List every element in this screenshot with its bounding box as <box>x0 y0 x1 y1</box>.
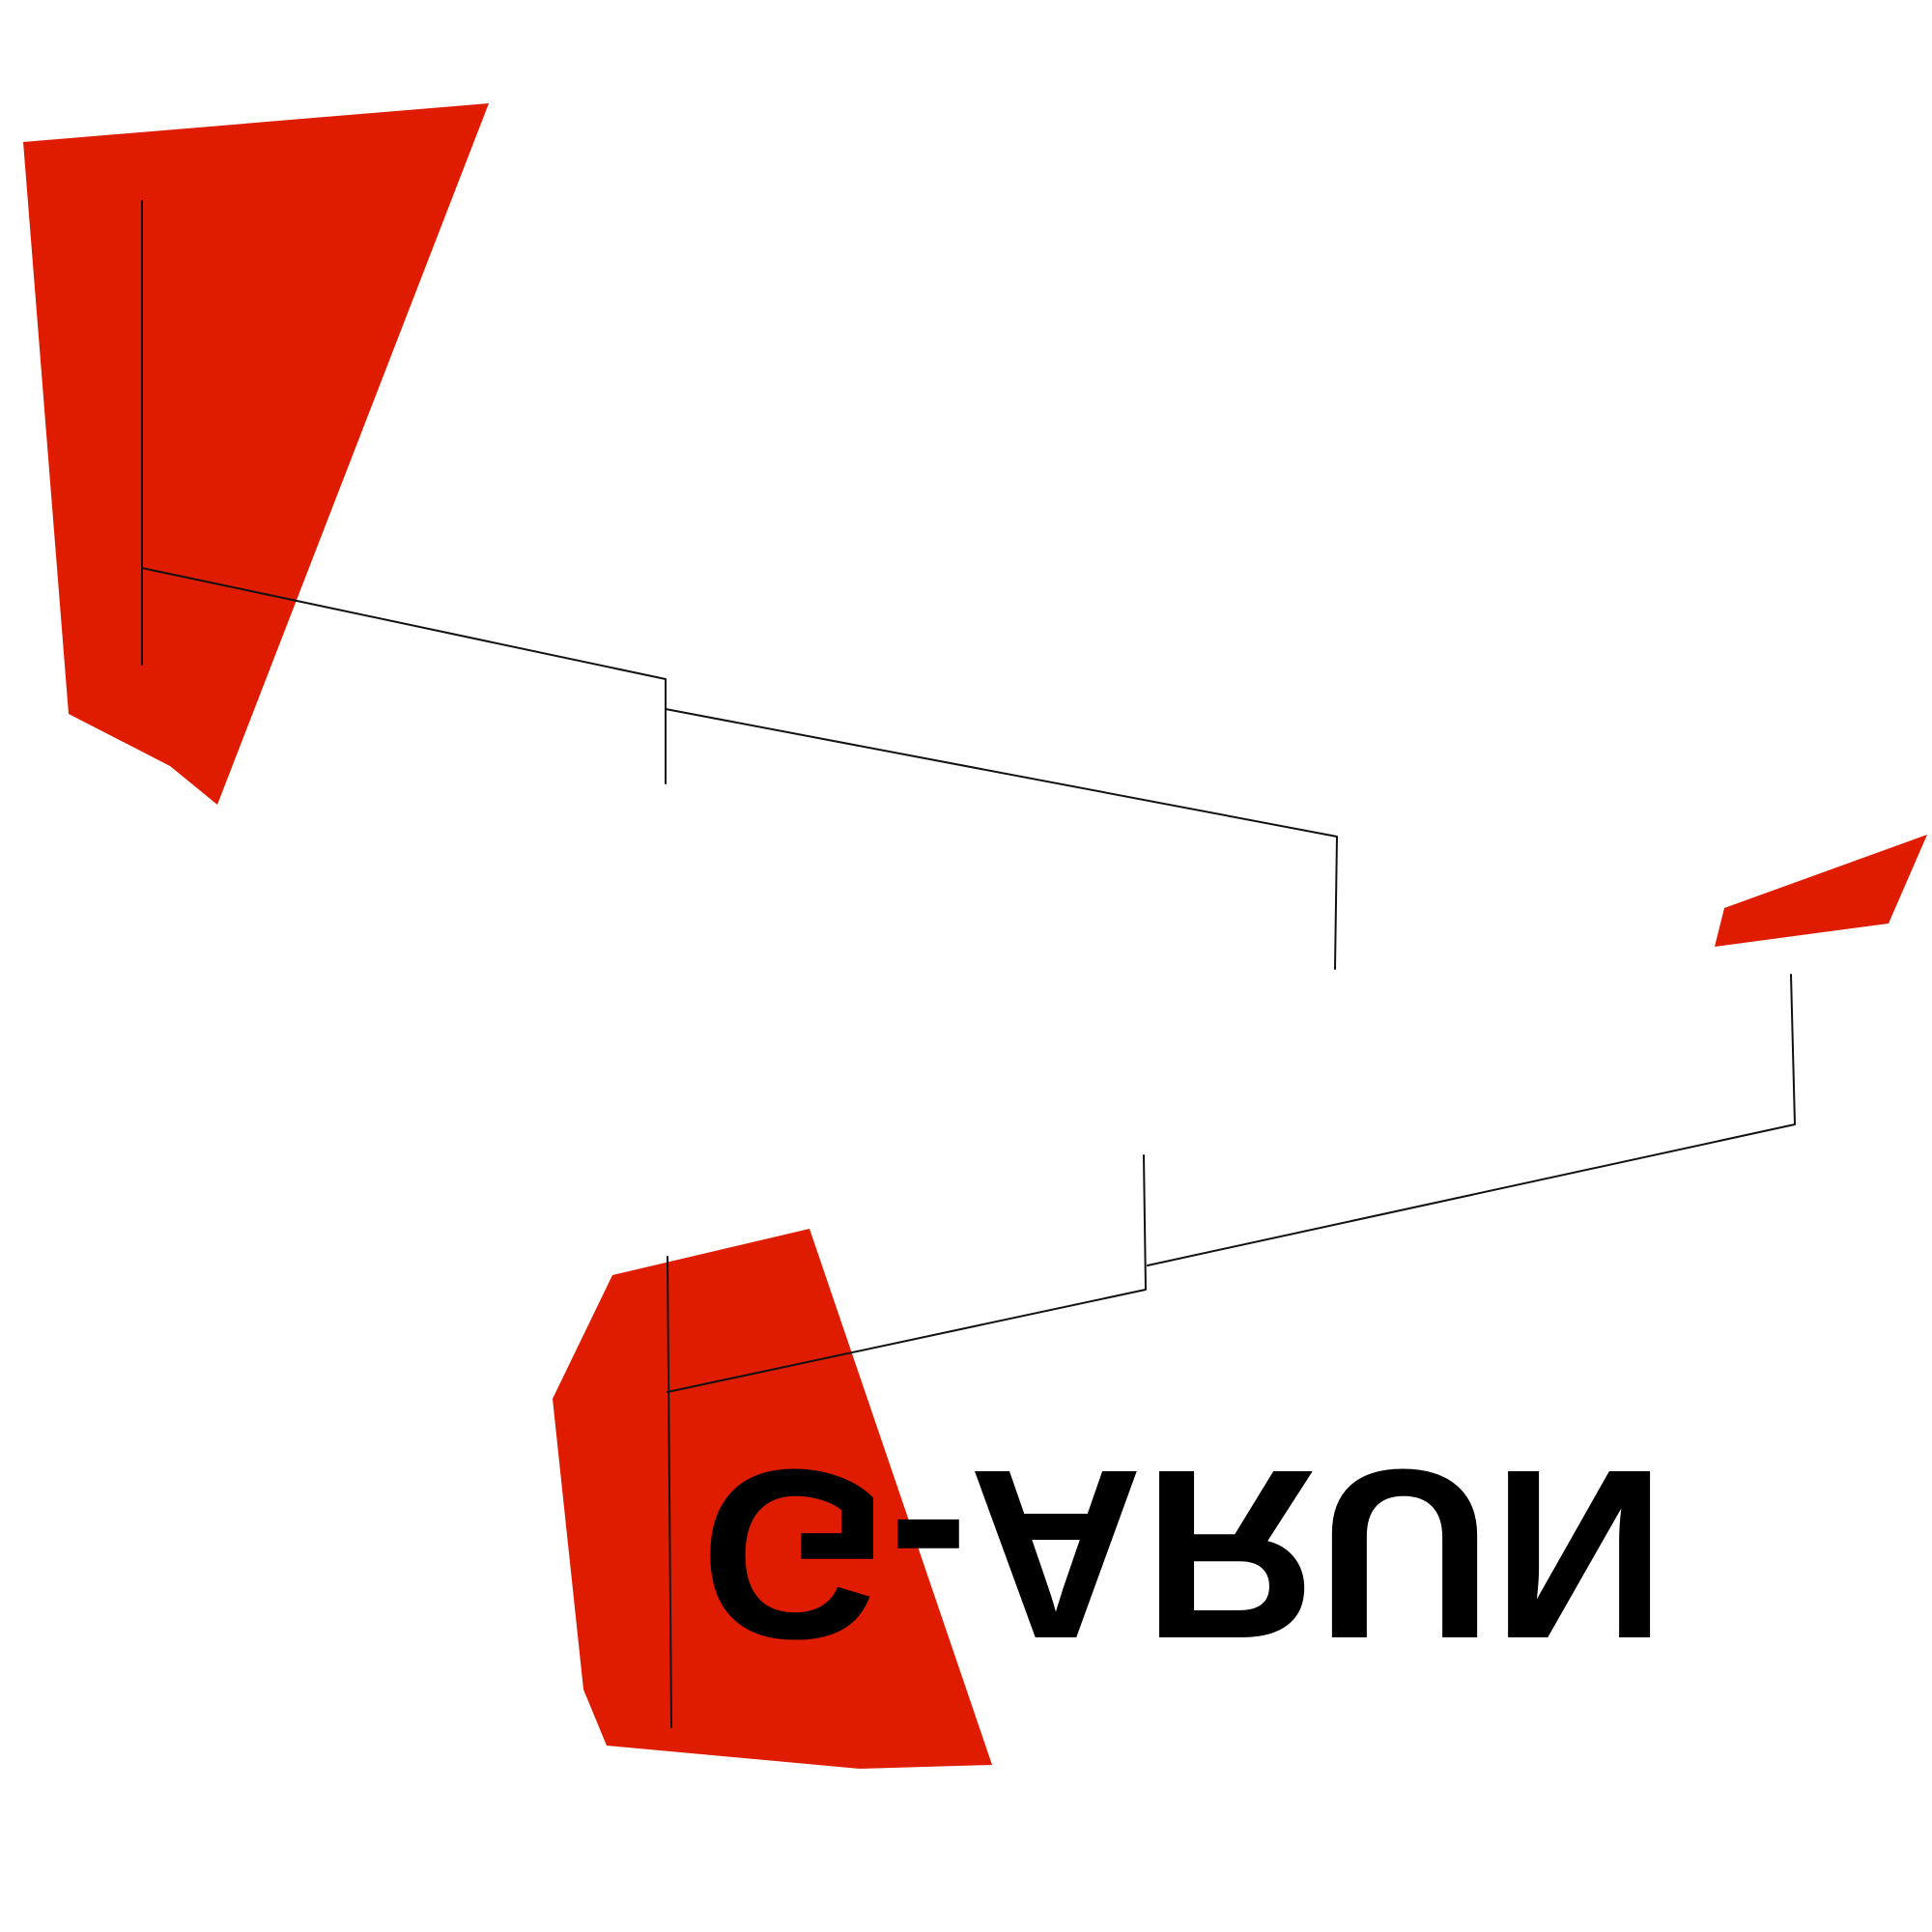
aircraft-registration-label: G-ARUN <box>700 1420 1666 1690</box>
lower-center-vertical-wire <box>667 1256 672 1728</box>
registration-text: G-ARUN <box>700 1420 1666 1690</box>
top-left-red-shape <box>23 103 489 805</box>
lower-right-diagonal-wire <box>1147 974 1796 1266</box>
upper-left-diagonal-wire <box>141 567 667 784</box>
lower-center-diagonal-wire <box>667 1154 1147 1393</box>
bottom-center-red-shape <box>553 1229 992 1769</box>
upper-middle-diagonal-wire <box>665 708 1338 970</box>
right-small-red-shape <box>1715 835 1927 947</box>
